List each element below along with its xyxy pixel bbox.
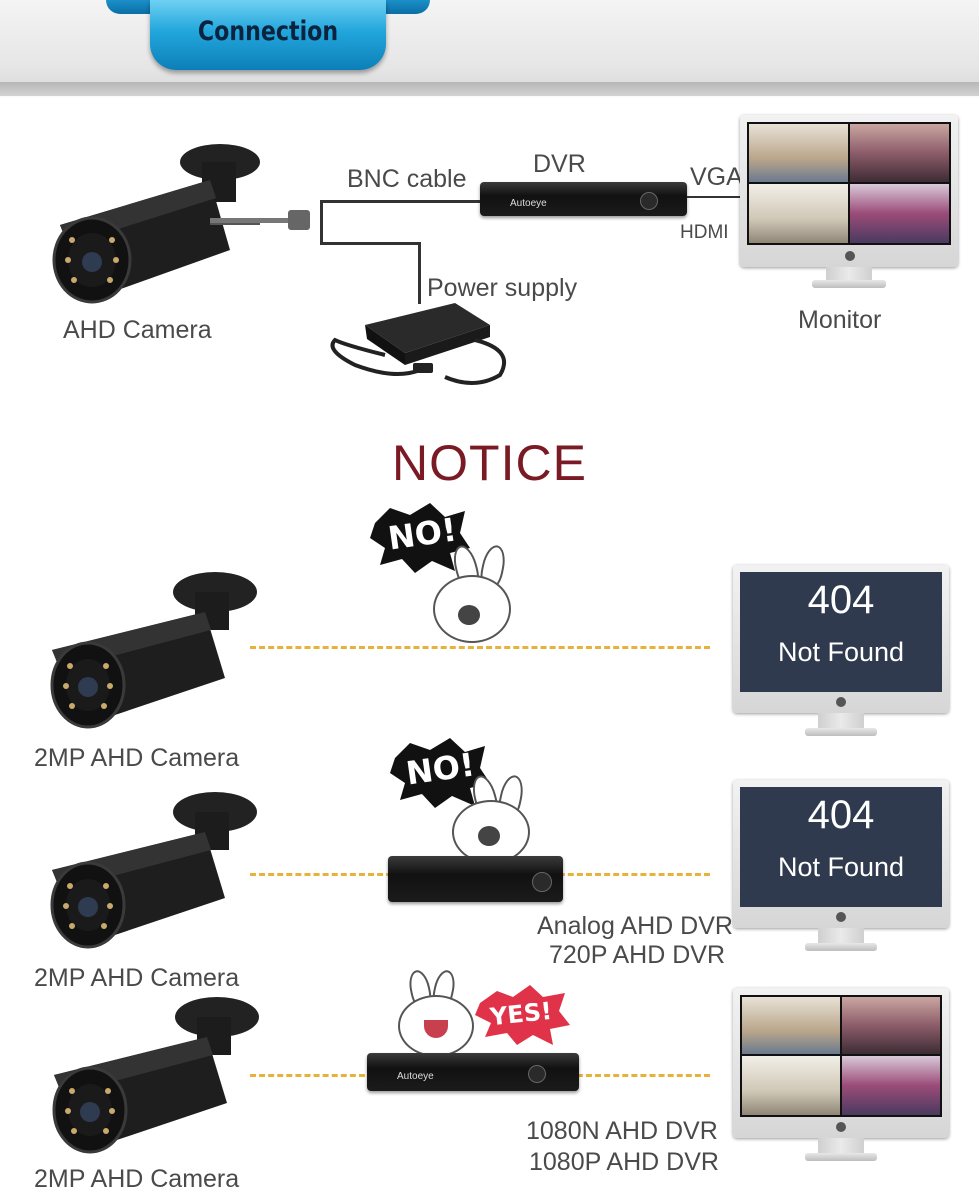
- dvr-label: DVR: [533, 150, 586, 178]
- monitor-neck: [826, 267, 872, 281]
- row2-dvr-line2: 720P AHD DVR: [549, 941, 726, 969]
- row3-camera-image: [52, 997, 259, 1154]
- row1-error-code: 404: [807, 578, 875, 622]
- row2-monitor-base: [805, 943, 877, 951]
- bnc-cable-label: BNC cable: [347, 165, 467, 193]
- row1-camera-label: 2MP AHD Camera: [34, 744, 240, 772]
- monitor-label: Monitor: [798, 306, 882, 334]
- monitor-screen: [747, 122, 951, 245]
- power-adapter-image: [330, 303, 507, 385]
- vga-label: VGA: [690, 163, 743, 191]
- row2-dvr-dial: [532, 872, 552, 892]
- row2-dvr-line1: Analog AHD DVR: [537, 912, 733, 940]
- row1-bunny-mouth: [458, 605, 480, 625]
- row1-monitor-neck: [818, 713, 864, 729]
- header-shadow: [0, 82, 979, 98]
- notice-title: NOTICE: [392, 435, 587, 491]
- row2-apple-logo-icon: [836, 912, 846, 922]
- row1-monitor-base: [805, 728, 877, 736]
- row2-monitor-neck: [818, 928, 864, 944]
- row1-apple-logo-icon: [836, 697, 846, 707]
- dvr-dial: [640, 192, 658, 210]
- power-cable-line: [320, 242, 420, 245]
- camera-label: AHD Camera: [63, 316, 212, 344]
- row1-camera-image: [50, 572, 257, 729]
- row2-camera-image: [50, 792, 257, 949]
- row2-camera-label: 2MP AHD Camera: [34, 964, 240, 992]
- row3-dvr-dial: [528, 1065, 546, 1083]
- row1-dashed-line: [250, 646, 710, 649]
- row3-monitor-base: [805, 1153, 877, 1161]
- row3-dvr-brand: Autoeye: [397, 1071, 434, 1082]
- vga-cable: [687, 196, 742, 198]
- row2-bunny-mouth: [478, 826, 500, 846]
- bnc-cable-line: [320, 200, 480, 203]
- dvr-brand: Autoeye: [510, 198, 547, 209]
- row1-error-text: Not Found: [777, 637, 905, 667]
- camera-cable: [210, 218, 310, 223]
- monitor-base: [812, 280, 886, 288]
- row2-monitor-screen: [740, 787, 942, 907]
- hdmi-label: HDMI: [680, 222, 729, 243]
- cable-split-vertical: [320, 200, 323, 244]
- row3-apple-logo-icon: [836, 1122, 846, 1132]
- row1-monitor-screen: [740, 572, 942, 692]
- row2-no-burst-icon: [390, 738, 490, 808]
- row3-yes-burst-icon: [475, 985, 570, 1045]
- cable-splitter: [288, 210, 310, 230]
- row3-bunny-mouth: [424, 1020, 448, 1038]
- row3-monitor-screen: [740, 995, 942, 1117]
- row3-dvr-line2: 1080P AHD DVR: [529, 1148, 719, 1176]
- page-title: Connection: [197, 16, 339, 47]
- row3-monitor-neck: [818, 1138, 864, 1154]
- row1-no-burst-icon: [370, 503, 470, 573]
- row2-error-code: 404: [807, 793, 875, 837]
- power-supply-label: Power supply: [427, 274, 578, 302]
- ahd-camera-image: [52, 144, 260, 304]
- title-tab: [150, 0, 386, 70]
- apple-logo-icon: [845, 251, 855, 261]
- power-cable-down: [418, 242, 421, 304]
- row2-error-text: Not Found: [777, 852, 905, 882]
- row3-dvr-line1: 1080N AHD DVR: [526, 1117, 718, 1145]
- row3-camera-label: 2MP AHD Camera: [34, 1165, 240, 1193]
